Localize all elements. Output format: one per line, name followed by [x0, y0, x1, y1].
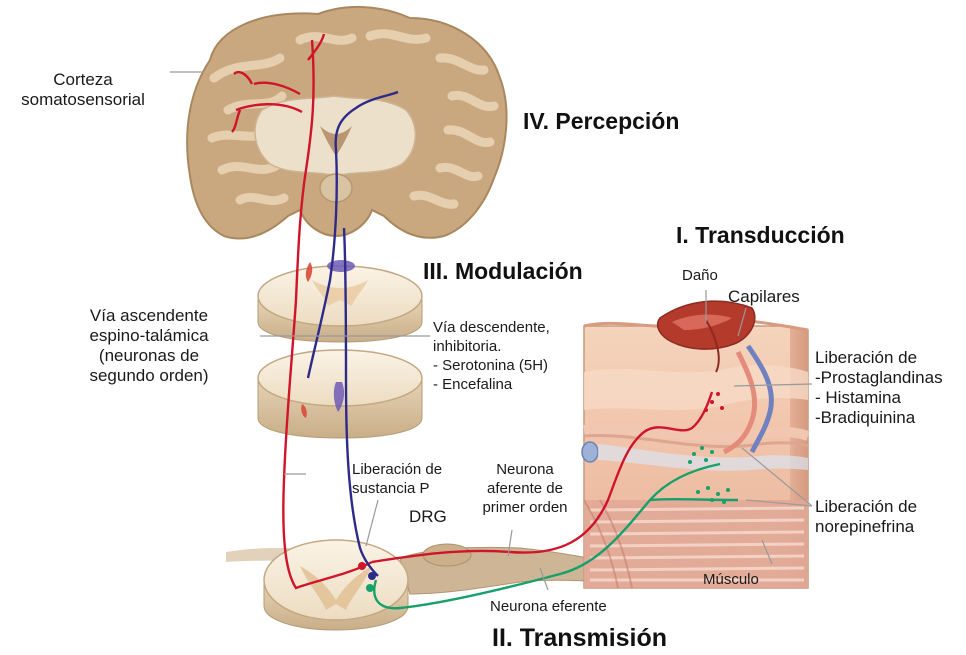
label-line: Neurona — [470, 460, 580, 479]
spinal-cord-middle-slice — [258, 350, 422, 438]
heading-transmission: II. Transmisión — [492, 624, 667, 653]
label-capillaries: Capilares — [728, 287, 800, 307]
label-line: Vía descendente, — [433, 318, 550, 337]
label-somatosensory-cortex: Corteza somatosensorial — [8, 70, 158, 110]
label-norepinephrine: Liberación de norepinefrina — [815, 497, 917, 537]
label-line: (neuronas de — [58, 346, 240, 366]
label-ascending-pathway: Vía ascendente espino-talámica (neuronas… — [58, 306, 240, 386]
label-line: Liberación de — [815, 497, 917, 517]
label-line: Liberación de — [815, 348, 943, 368]
label-afferent-neuron: Neurona aferente de primer orden — [470, 460, 580, 517]
label-line: norepinefrina — [815, 517, 917, 537]
label-line: aferente de — [470, 479, 580, 498]
label-damage: Daño — [682, 266, 718, 285]
label-descending-pathway: Vía descendente, inhibitoria. - Serotoni… — [433, 318, 550, 394]
label-line: Liberación de — [352, 460, 442, 479]
label-drg: DRG — [409, 507, 447, 527]
label-line: -Prostaglandinas — [815, 368, 943, 388]
heading-modulation: III. Modulación — [423, 258, 583, 285]
label-line: Corteza — [8, 70, 158, 90]
label-efferent-neuron: Neurona eferente — [490, 597, 607, 616]
label-line: espino-talámica — [58, 326, 240, 346]
skin-tissue-block — [582, 301, 808, 588]
spinal-cord-upper-slice — [258, 260, 422, 342]
label-mediators: Liberación de -Prostaglandinas - Histami… — [815, 348, 943, 428]
label-line: Vía ascendente — [58, 306, 240, 326]
label-line: primer orden — [470, 498, 580, 517]
label-muscle: Músculo — [703, 570, 759, 589]
label-line: -Bradiquinina — [815, 408, 943, 428]
label-line: inhibitoria. — [433, 337, 550, 356]
label-line: - Serotonina (5H) — [433, 356, 550, 375]
label-substance-p: Liberación de sustancia P — [352, 460, 442, 498]
label-line: sustancia P — [352, 479, 442, 498]
label-line: somatosensorial — [8, 90, 158, 110]
heading-transduction: I. Transducción — [676, 222, 845, 249]
label-line: segundo orden) — [58, 366, 240, 386]
label-line: - Encefalina — [433, 375, 550, 394]
label-line: - Histamina — [815, 388, 943, 408]
heading-perception: IV. Percepción — [523, 108, 679, 135]
